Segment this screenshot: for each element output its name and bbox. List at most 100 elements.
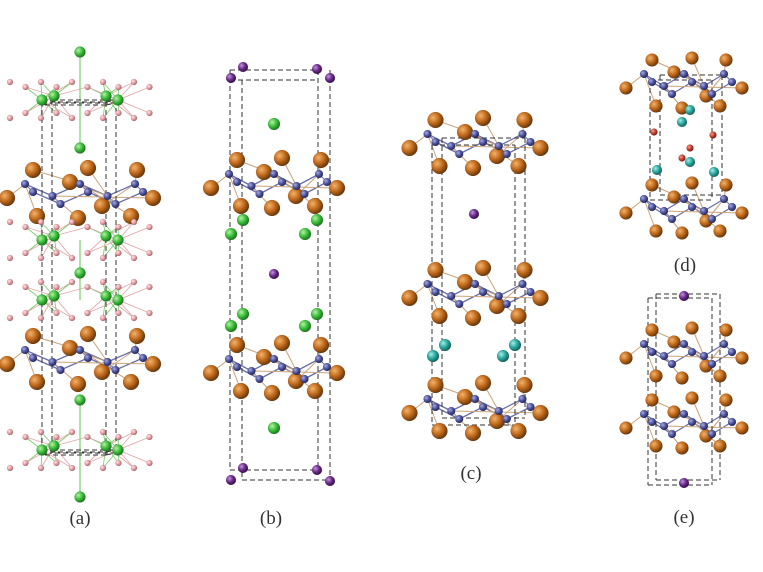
bond-a — [53, 436, 88, 447]
bond-c — [435, 291, 460, 305]
orange-atom-e — [619, 421, 633, 435]
orange-atom-c — [488, 412, 506, 430]
slate-atom-b — [322, 362, 332, 372]
orange-atom-c — [474, 259, 492, 277]
pink-atom-a — [115, 249, 122, 257]
pink-atom-a — [99, 254, 107, 262]
green-atom-a — [100, 90, 112, 102]
orange-atom-a — [61, 339, 79, 357]
pink-atom-a — [68, 278, 76, 286]
slate-atom-c — [526, 402, 535, 412]
bond-c — [427, 133, 452, 147]
pink-atom-a — [37, 254, 45, 262]
orange-atom-d — [675, 226, 689, 240]
slate-atom-d — [659, 81, 669, 91]
orange-atom-e — [735, 421, 749, 435]
pink-atom-a — [22, 223, 29, 231]
orange-atom-b — [273, 149, 291, 167]
bond-a — [41, 221, 73, 241]
orange-atom-a — [0, 355, 16, 373]
bond-c — [435, 406, 460, 420]
pink-atom-a — [37, 278, 45, 286]
orange-atom-b — [232, 382, 250, 400]
slate-atom-b — [247, 181, 256, 191]
bond-a — [105, 235, 135, 259]
pink-atom-a — [115, 83, 122, 91]
orange-atom-c — [464, 309, 482, 327]
slate-atom-e — [639, 409, 649, 419]
slate-atom-a — [75, 179, 85, 189]
slate-atom-a — [83, 187, 93, 197]
orange-atom-e — [667, 405, 681, 419]
bond-a — [87, 239, 119, 254]
slate-atom-a — [138, 187, 148, 197]
orange-atom-a — [0, 189, 16, 207]
bond-c — [458, 291, 484, 305]
green-atom-a — [36, 294, 48, 306]
orange-atom-e — [619, 351, 633, 365]
slate-atom-c — [518, 394, 527, 404]
pink-atom-a — [53, 459, 60, 467]
bond-a — [105, 295, 135, 319]
slate-atom-d — [659, 206, 669, 216]
pink-atom-a — [53, 249, 60, 257]
slate-atom-b — [322, 177, 332, 187]
pink-atom-a — [68, 464, 76, 472]
orange-atom-a — [93, 363, 111, 381]
orange-atom-a — [28, 373, 46, 391]
orange-atom-c — [532, 289, 549, 307]
teal-atom-c — [508, 338, 522, 352]
orange-atom-b — [328, 364, 346, 382]
orange-atom-b — [306, 382, 324, 400]
orange-atom-a — [24, 327, 42, 345]
slate-atom-c — [478, 402, 488, 412]
slate-atom-d — [687, 77, 697, 87]
slate-atom-a — [20, 179, 30, 189]
pink-atom-a — [99, 78, 107, 86]
orange-atom-e — [685, 321, 699, 335]
purple-atom-b — [324, 72, 336, 84]
orange-atom-b — [228, 151, 246, 169]
purple-atom-b — [237, 462, 249, 474]
slate-atom-e — [707, 429, 717, 439]
green-atom-a — [36, 234, 48, 246]
teal-atom-d — [651, 164, 663, 176]
pink-atom-a — [22, 109, 29, 117]
orange-atom-a — [79, 159, 97, 177]
pink-atom-a — [22, 283, 29, 291]
orange-atom-d — [667, 190, 681, 204]
orange-atom-b — [255, 163, 273, 181]
orange-atom-c — [431, 422, 448, 440]
orange-atom-b — [312, 151, 330, 169]
slate-atom-c — [447, 406, 456, 416]
orange-atom-b — [312, 336, 330, 354]
bond-a — [87, 299, 119, 314]
caption-panel-c: (c) — [460, 463, 482, 484]
slate-atom-a — [56, 199, 65, 209]
slate-atom-d — [727, 202, 737, 212]
pink-atom-a — [115, 283, 122, 291]
slate-atom-c — [526, 287, 535, 297]
orange-atom-b — [255, 348, 273, 366]
orange-atom-a — [122, 373, 140, 391]
pink-atom-a — [115, 459, 122, 467]
bond-b — [259, 181, 283, 195]
green-atom-a — [36, 94, 48, 106]
bond-a — [32, 357, 61, 371]
slate-atom-b — [224, 354, 234, 364]
bond-a — [117, 226, 150, 241]
purple-atom-b — [311, 464, 323, 476]
green-atom-a — [100, 290, 112, 302]
pink-atom-a — [99, 428, 107, 436]
slate-atom-d — [727, 77, 737, 87]
orange-atom-d — [719, 178, 733, 192]
pink-atom-a — [99, 218, 107, 226]
bond-a — [41, 239, 73, 259]
teal-atom-d — [676, 116, 688, 128]
slate-atom-e — [719, 409, 729, 419]
pink-atom-a — [84, 459, 91, 467]
bond-a — [87, 449, 119, 464]
slate-atom-d — [647, 77, 657, 87]
purple-atom-b — [311, 63, 323, 75]
bond-b — [259, 366, 283, 380]
